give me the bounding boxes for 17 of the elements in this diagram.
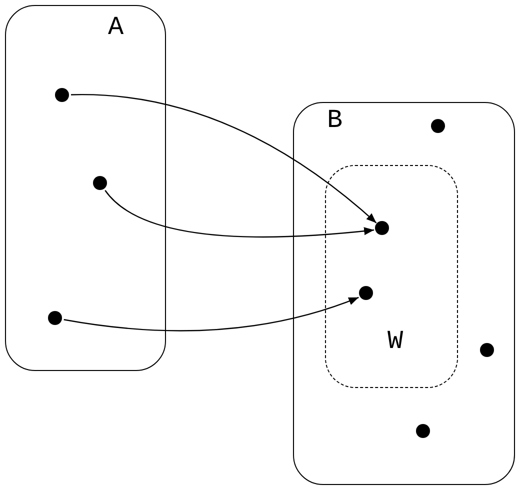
arrow [104,190,374,238]
dot [92,176,106,190]
dot [430,118,444,132]
subset-outline [324,164,458,388]
dot [359,286,373,300]
set-outline [293,102,515,485]
dot [375,221,389,235]
set-label: A [108,14,124,40]
dot [48,310,62,324]
dot [54,88,68,102]
set-label: W [388,328,404,354]
arrow [64,296,359,332]
dot [480,342,494,356]
set-outline [5,5,166,371]
arrow [71,94,377,224]
set-label: B [327,107,343,133]
dot [416,424,430,438]
